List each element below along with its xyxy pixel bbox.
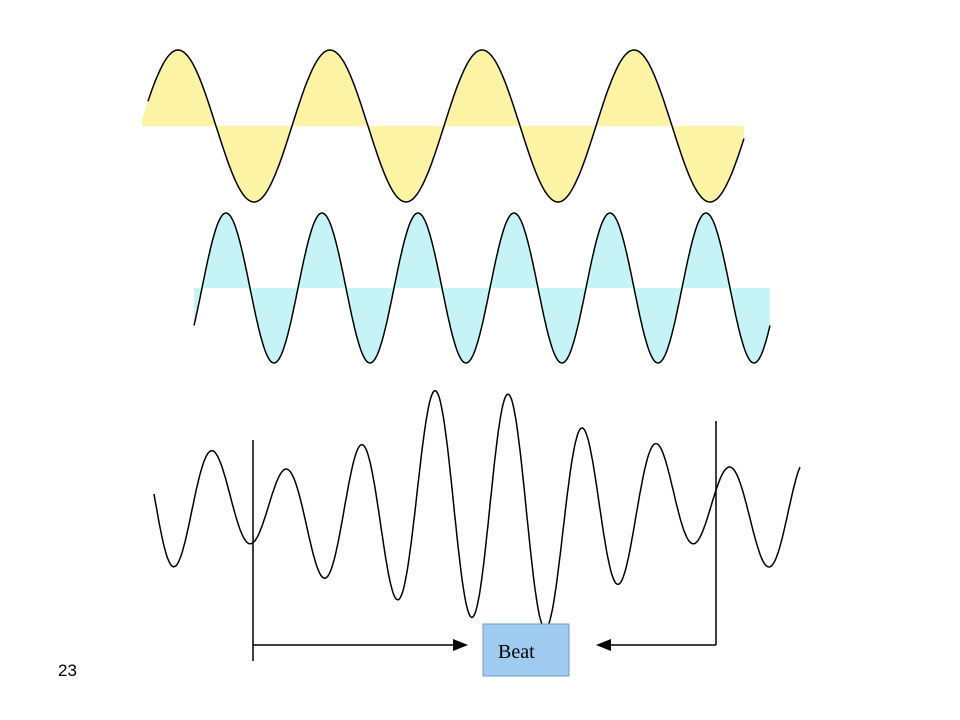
- superposition-wave-line: [153, 389, 801, 630]
- beat-box: [482, 623, 570, 677]
- page-number: 23: [58, 661, 77, 680]
- beat-label: Beat: [498, 641, 535, 663]
- arrow-left-pointing-head: [596, 639, 611, 651]
- beat-period-markers: [252, 421, 717, 661]
- wave-low-frequency-fill: [142, 50, 744, 202]
- wave-low-frequency-line: [147, 49, 745, 203]
- wave-high-frequency-fill: [194, 213, 770, 363]
- wave-high-frequency-line: [193, 212, 771, 364]
- arrow-right-pointing-head: [453, 639, 468, 651]
- wave-low-frequency: [142, 49, 745, 203]
- wave-high-frequency: [193, 212, 771, 364]
- beat-label-box: Beat: [482, 623, 570, 677]
